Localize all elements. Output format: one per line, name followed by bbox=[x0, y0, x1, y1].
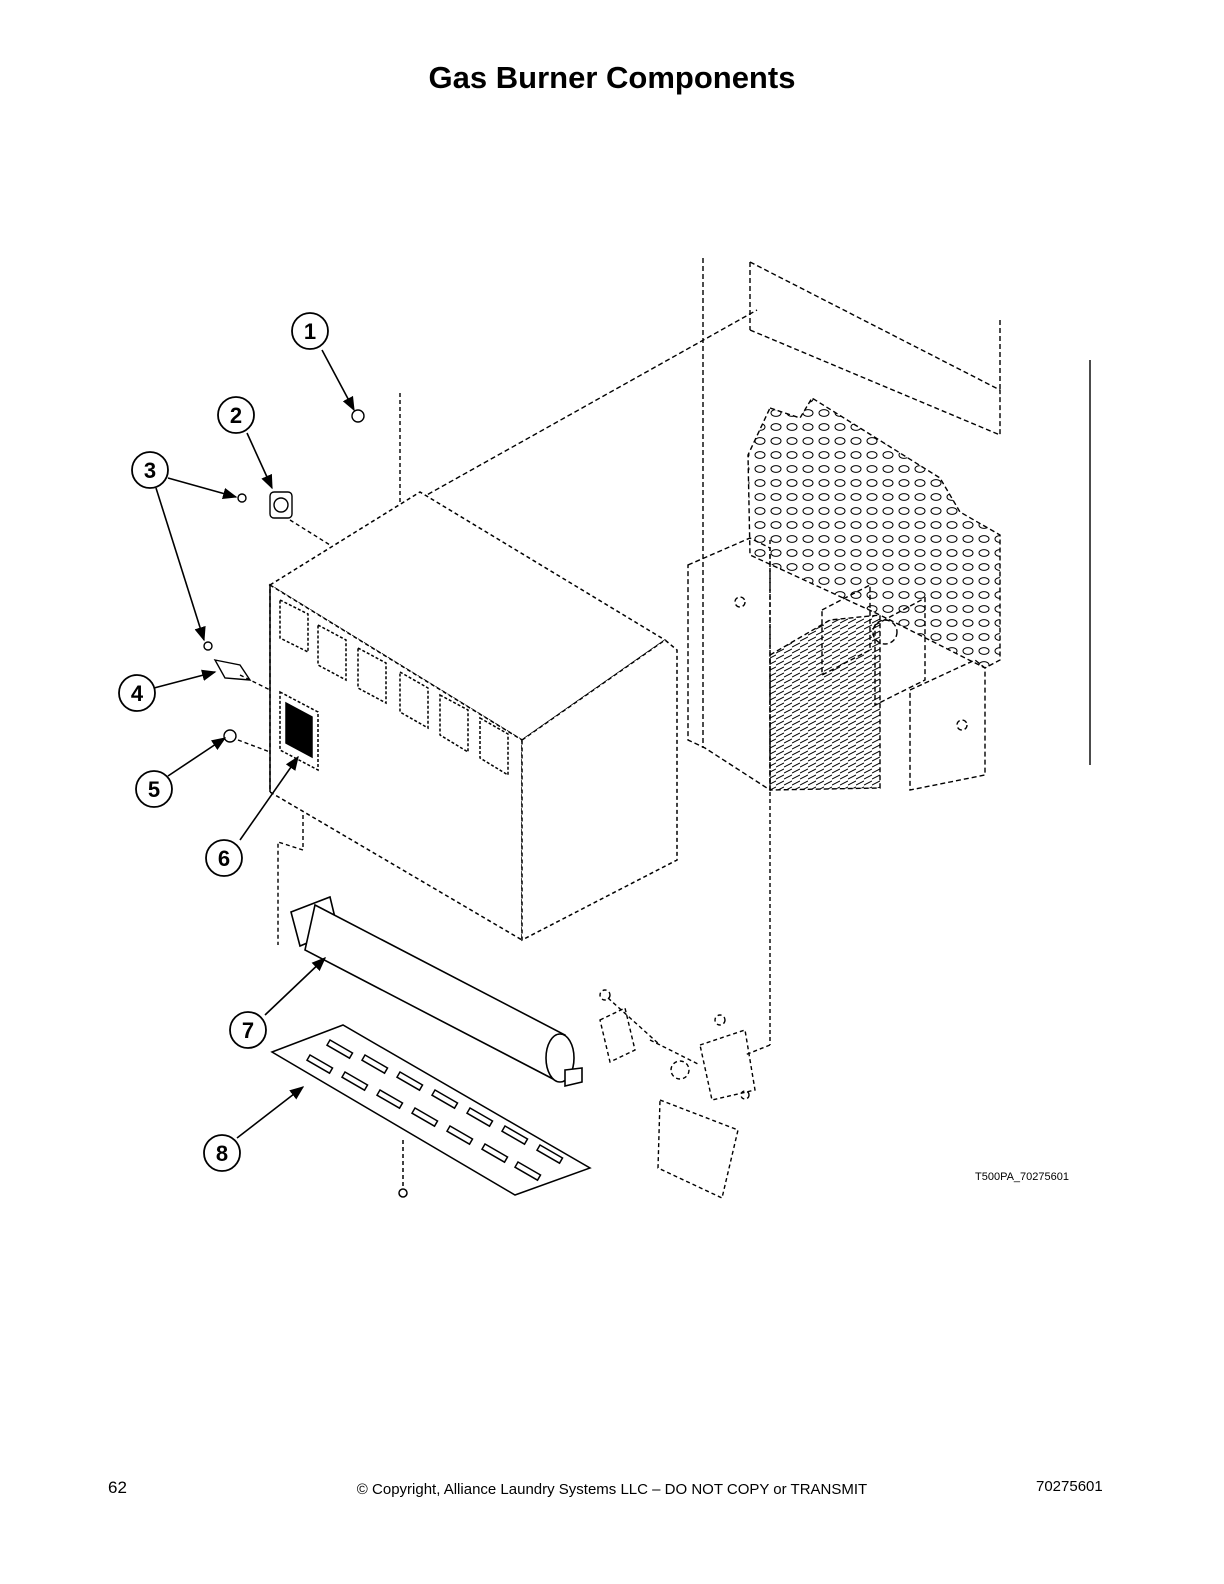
callout-2: 2 bbox=[217, 396, 255, 434]
burner-tube bbox=[290, 895, 583, 1088]
callout-1: 1 bbox=[291, 312, 329, 350]
burner-box bbox=[268, 491, 678, 942]
burner-box-vents bbox=[279, 598, 509, 777]
fastener-parts bbox=[203, 393, 401, 945]
page-title: Gas Burner Components bbox=[428, 60, 796, 95]
gas-valve-assembly bbox=[599, 540, 771, 1199]
callout-number: 8 bbox=[216, 1141, 228, 1166]
heat-shield bbox=[747, 397, 1001, 669]
callout-number: 4 bbox=[131, 681, 144, 706]
callout-number: 1 bbox=[304, 319, 316, 344]
callout-leaders bbox=[153, 349, 355, 1139]
callout-number: 7 bbox=[242, 1018, 254, 1043]
callout-3: 3 bbox=[131, 451, 169, 489]
callout-number: 2 bbox=[230, 403, 242, 428]
figure-id: T500PA_70275601 bbox=[975, 1171, 1069, 1183]
page-number: 62 bbox=[108, 1478, 127, 1497]
cabinet-background bbox=[399, 258, 1091, 765]
burner-plate bbox=[270, 1024, 592, 1198]
callout-4: 4 bbox=[118, 674, 156, 712]
rear-mounting-panel bbox=[687, 537, 986, 792]
callout-number: 5 bbox=[148, 777, 160, 802]
callout-5: 5 bbox=[135, 770, 173, 808]
callout-number: 6 bbox=[218, 846, 230, 871]
callout-number: 3 bbox=[144, 458, 156, 483]
sight-glass bbox=[279, 690, 319, 772]
callout-8: 8 bbox=[203, 1134, 241, 1172]
callout-6: 6 bbox=[205, 839, 243, 877]
callout-7: 7 bbox=[229, 1011, 267, 1049]
copyright-notice: © Copyright, Alliance Laundry Systems LL… bbox=[356, 1481, 868, 1498]
document-number: 70275601 bbox=[1036, 1478, 1103, 1495]
